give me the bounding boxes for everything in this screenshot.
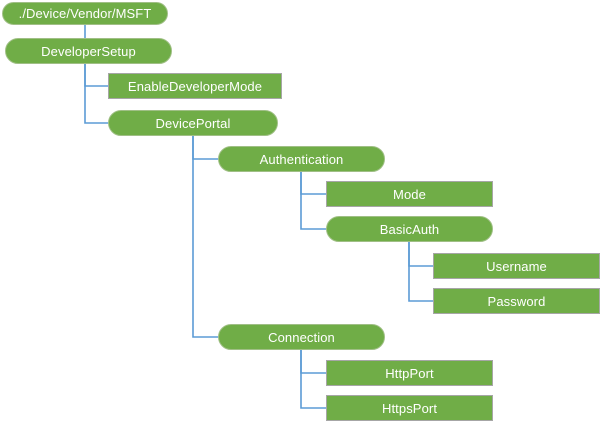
node-label-device-portal: DevicePortal xyxy=(155,115,231,131)
connector-authentication-to-mode xyxy=(300,171,327,195)
connector-developer-setup-to-enable-developer-mode xyxy=(84,63,109,87)
node-label-authentication: Authentication xyxy=(259,151,344,167)
node-enable-developer-mode[interactable]: EnableDeveloperMode xyxy=(108,73,282,99)
connector-connection-to-http-port xyxy=(300,349,327,374)
node-developer-setup[interactable]: DeveloperSetup xyxy=(5,38,172,64)
node-device-portal[interactable]: DevicePortal xyxy=(108,110,278,136)
connector-basic-auth-to-password xyxy=(408,241,434,302)
node-http-port[interactable]: HttpPort xyxy=(326,360,493,386)
connector-developer-setup-to-device-portal xyxy=(84,63,109,124)
node-label-http-port: HttpPort xyxy=(385,365,434,381)
node-label-developer-setup: DeveloperSetup xyxy=(41,43,136,59)
node-authentication[interactable]: Authentication xyxy=(218,146,385,172)
node-label-https-port: HttpsPort xyxy=(381,400,438,416)
node-label-password: Password xyxy=(487,293,546,309)
node-label-basic-auth: BasicAuth xyxy=(379,221,440,237)
node-label-root: ./Device/Vendor/MSFT xyxy=(18,6,152,21)
node-https-port[interactable]: HttpsPort xyxy=(326,395,493,421)
connector-device-portal-to-authentication xyxy=(192,135,219,160)
node-basic-auth[interactable]: BasicAuth xyxy=(326,216,493,242)
node-label-mode: Mode xyxy=(393,186,426,202)
connector-device-portal-to-connection xyxy=(192,135,219,338)
connector-authentication-to-basic-auth xyxy=(300,171,327,230)
node-mode[interactable]: Mode xyxy=(326,181,493,207)
node-label-enable-developer-mode: EnableDeveloperMode xyxy=(127,78,263,94)
node-username[interactable]: Username xyxy=(433,253,600,279)
node-password[interactable]: Password xyxy=(433,288,600,314)
node-label-connection: Connection xyxy=(268,329,335,345)
node-label-username: Username xyxy=(486,258,547,274)
connector-connection-to-https-port xyxy=(300,349,327,409)
node-root[interactable]: ./Device/Vendor/MSFT xyxy=(2,2,168,25)
connector-basic-auth-to-username xyxy=(408,241,434,267)
node-connection[interactable]: Connection xyxy=(218,324,385,350)
